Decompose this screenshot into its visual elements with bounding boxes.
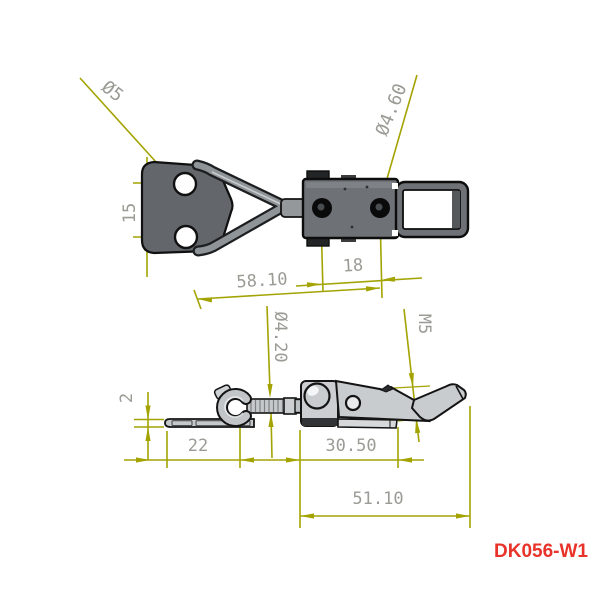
side-view [164, 379, 467, 429]
arrow-m5-bottom [415, 419, 421, 434]
arrow-18-right [381, 276, 396, 282]
arrow-rod-dia-bottom [268, 413, 274, 427]
lever-catch-notch [379, 384, 394, 393]
lever-frame-cutout [402, 189, 461, 230]
plate-hole-top [172, 171, 198, 197]
latch-base-plate [337, 418, 398, 429]
arrow-5110-right [456, 513, 470, 519]
body-hole-left-rivet [317, 203, 325, 211]
body-dot-1 [343, 187, 347, 191]
plate-hole-bottom [173, 224, 199, 250]
top-view [140, 159, 470, 257]
dim-label-rod-dia: Ø4.20 [270, 311, 290, 363]
body-dot-2 [350, 225, 354, 229]
body-hole-right-rivet [375, 203, 383, 211]
hook [218, 390, 250, 425]
arrow-5810-right [365, 286, 380, 292]
arrow-2-top [145, 405, 151, 420]
dim-label-thread-spec: M5 [414, 313, 434, 335]
bail-wire-highlight [211, 171, 284, 206]
pivot-ball-highlight [307, 386, 319, 396]
lever-frame-inner-bar [452, 191, 460, 228]
arrow-3050-left [286, 457, 300, 463]
latch-body-highlight [306, 182, 395, 188]
lever-tip-face [455, 385, 464, 400]
lever-angled-tip [410, 383, 467, 422]
hook-highlight [224, 396, 244, 418]
arrow-22-left [136, 457, 150, 463]
arrow-rod-dia-top [267, 384, 273, 398]
arrow-3050-right [398, 457, 412, 463]
arrow-5810-left [198, 297, 213, 303]
arrow-2-bottom [145, 427, 151, 441]
dim-label-pivot-to-bend: 30.50 [325, 436, 377, 456]
dim-label-plate-hole-spacing: 15 [120, 202, 140, 224]
lever-hole [344, 394, 362, 412]
arrow-5110-left [300, 513, 314, 519]
dim-line-rod-dia-upper [266, 305, 271, 392]
dim-label-plate-thickness: 2 [117, 392, 137, 404]
clevis-under-strip [302, 418, 338, 426]
part-number: DK056-W1 [494, 541, 588, 562]
arrow-18-left [306, 282, 321, 288]
leader-body-hole-dia [381, 74, 418, 197]
dim-label-lever-length: 51.10 [352, 489, 404, 509]
body-dot-3 [365, 185, 369, 189]
leader-plate-hole-dia [79, 77, 167, 174]
dim-label-plate-length: 22 [187, 436, 209, 456]
rod-nut [283, 397, 297, 415]
frame-notch-bottom [392, 230, 398, 236]
catch-bar-slot [171, 420, 193, 427]
ext-line-5810-left [193, 289, 202, 310]
arrow-m5-top [408, 372, 414, 387]
frame-notch-top [392, 183, 398, 189]
rod-threads [250, 400, 284, 412]
tick-m5-upper [393, 385, 431, 389]
dim-line-5810 [197, 287, 381, 300]
arrow-22-right [240, 457, 254, 463]
